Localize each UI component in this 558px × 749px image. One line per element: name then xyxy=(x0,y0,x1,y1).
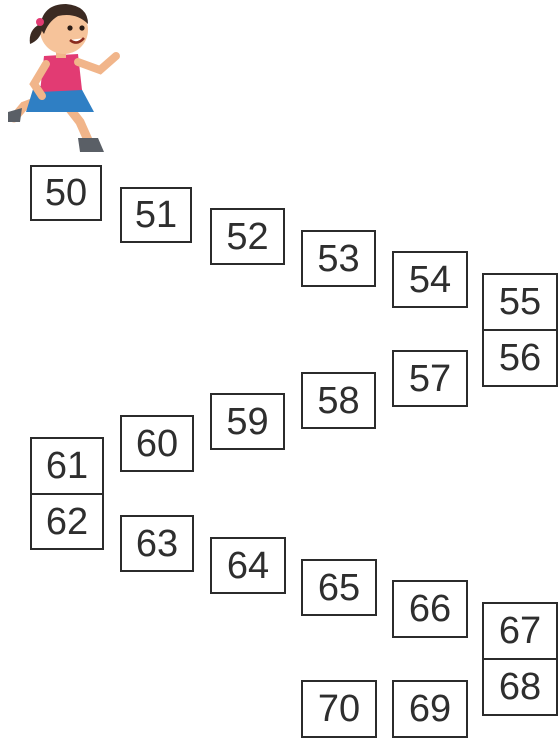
number-box-54: 54 xyxy=(392,251,468,308)
number-box-67: 67 xyxy=(482,602,558,660)
number-box-59: 59 xyxy=(210,393,285,450)
number-box-68: 68 xyxy=(482,658,558,716)
number-box-65: 65 xyxy=(301,559,377,616)
number-box-66: 66 xyxy=(392,580,468,638)
number-box-63: 63 xyxy=(120,515,194,572)
running-girl-illustration xyxy=(0,0,140,160)
number-box-56: 56 xyxy=(482,329,558,387)
number-box-51: 51 xyxy=(120,187,192,243)
number-box-55: 55 xyxy=(482,273,558,331)
number-box-61: 61 xyxy=(30,437,104,495)
number-box-69: 69 xyxy=(392,680,468,738)
number-box-64: 64 xyxy=(210,537,286,594)
number-box-62: 62 xyxy=(30,493,104,550)
number-box-57: 57 xyxy=(392,350,468,407)
number-box-58: 58 xyxy=(301,372,376,429)
number-box-53: 53 xyxy=(301,230,376,287)
number-box-50: 50 xyxy=(30,165,102,221)
number-box-70: 70 xyxy=(301,680,377,738)
number-box-52: 52 xyxy=(210,208,285,265)
number-box-60: 60 xyxy=(120,415,194,472)
